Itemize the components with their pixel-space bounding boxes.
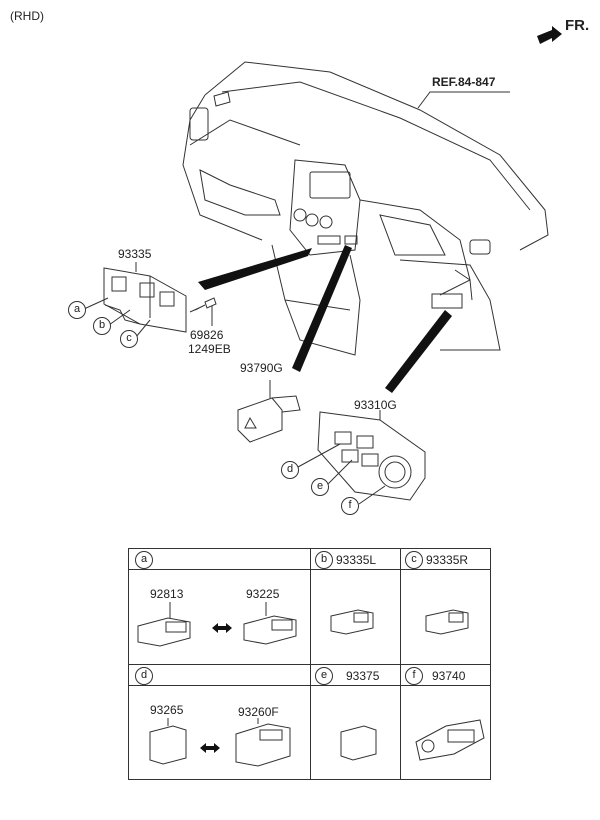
table-part-d-left: 93265 xyxy=(150,703,184,717)
table-letter-f: f xyxy=(405,667,423,685)
callout-letter-a: a xyxy=(68,301,86,319)
variant-label: (RHD) xyxy=(10,9,44,23)
bracket-93335 xyxy=(103,267,187,333)
table-part-e: 93375 xyxy=(346,669,380,683)
double-arrow-icon xyxy=(200,743,220,753)
callout-letter-e: e xyxy=(311,478,329,496)
table-part-a-right: 93225 xyxy=(246,587,280,601)
table-letter-b: b xyxy=(315,551,333,569)
part-93310G-label: 93310G xyxy=(354,398,397,412)
table-letter-e: e xyxy=(315,667,333,685)
switch-93790G xyxy=(237,380,301,443)
table-letter-c: c xyxy=(405,551,423,569)
parts-table: a b 93335L c 93335R d e 93375 f 93740 92… xyxy=(128,548,491,780)
part-93335-label: 93335 xyxy=(118,247,152,261)
ref-label: REF.84-847 xyxy=(432,75,496,89)
callout-letter-d: d xyxy=(281,461,299,479)
table-part-d-right: 93260F xyxy=(238,705,279,719)
table-part-c: 93335R xyxy=(426,553,469,567)
callout-letter-f: f xyxy=(341,497,359,515)
table-letter-a: a xyxy=(135,551,153,569)
double-arrow-icon xyxy=(212,623,232,633)
table-part-a-left: 92813 xyxy=(150,587,184,601)
part-69826-label: 69826 xyxy=(190,328,224,342)
table-letter-d: d xyxy=(135,667,153,685)
cell-f-body xyxy=(400,685,491,780)
part-93790G-label: 93790G xyxy=(240,361,283,375)
dashboard-drawing xyxy=(83,26,562,505)
table-part-f: 93740 xyxy=(432,669,466,683)
direction-label: FR. xyxy=(565,17,590,34)
table-part-drawings xyxy=(137,602,485,767)
table-part-b: 93335L xyxy=(336,553,377,567)
part-1249EB-label: 1249EB xyxy=(188,342,231,356)
callout-letter-c: c xyxy=(120,330,138,348)
forward-arrow-icon xyxy=(537,26,562,44)
callout-letter-b: b xyxy=(93,317,111,335)
screw-69826 xyxy=(189,297,217,313)
panel-93310G xyxy=(317,410,426,501)
